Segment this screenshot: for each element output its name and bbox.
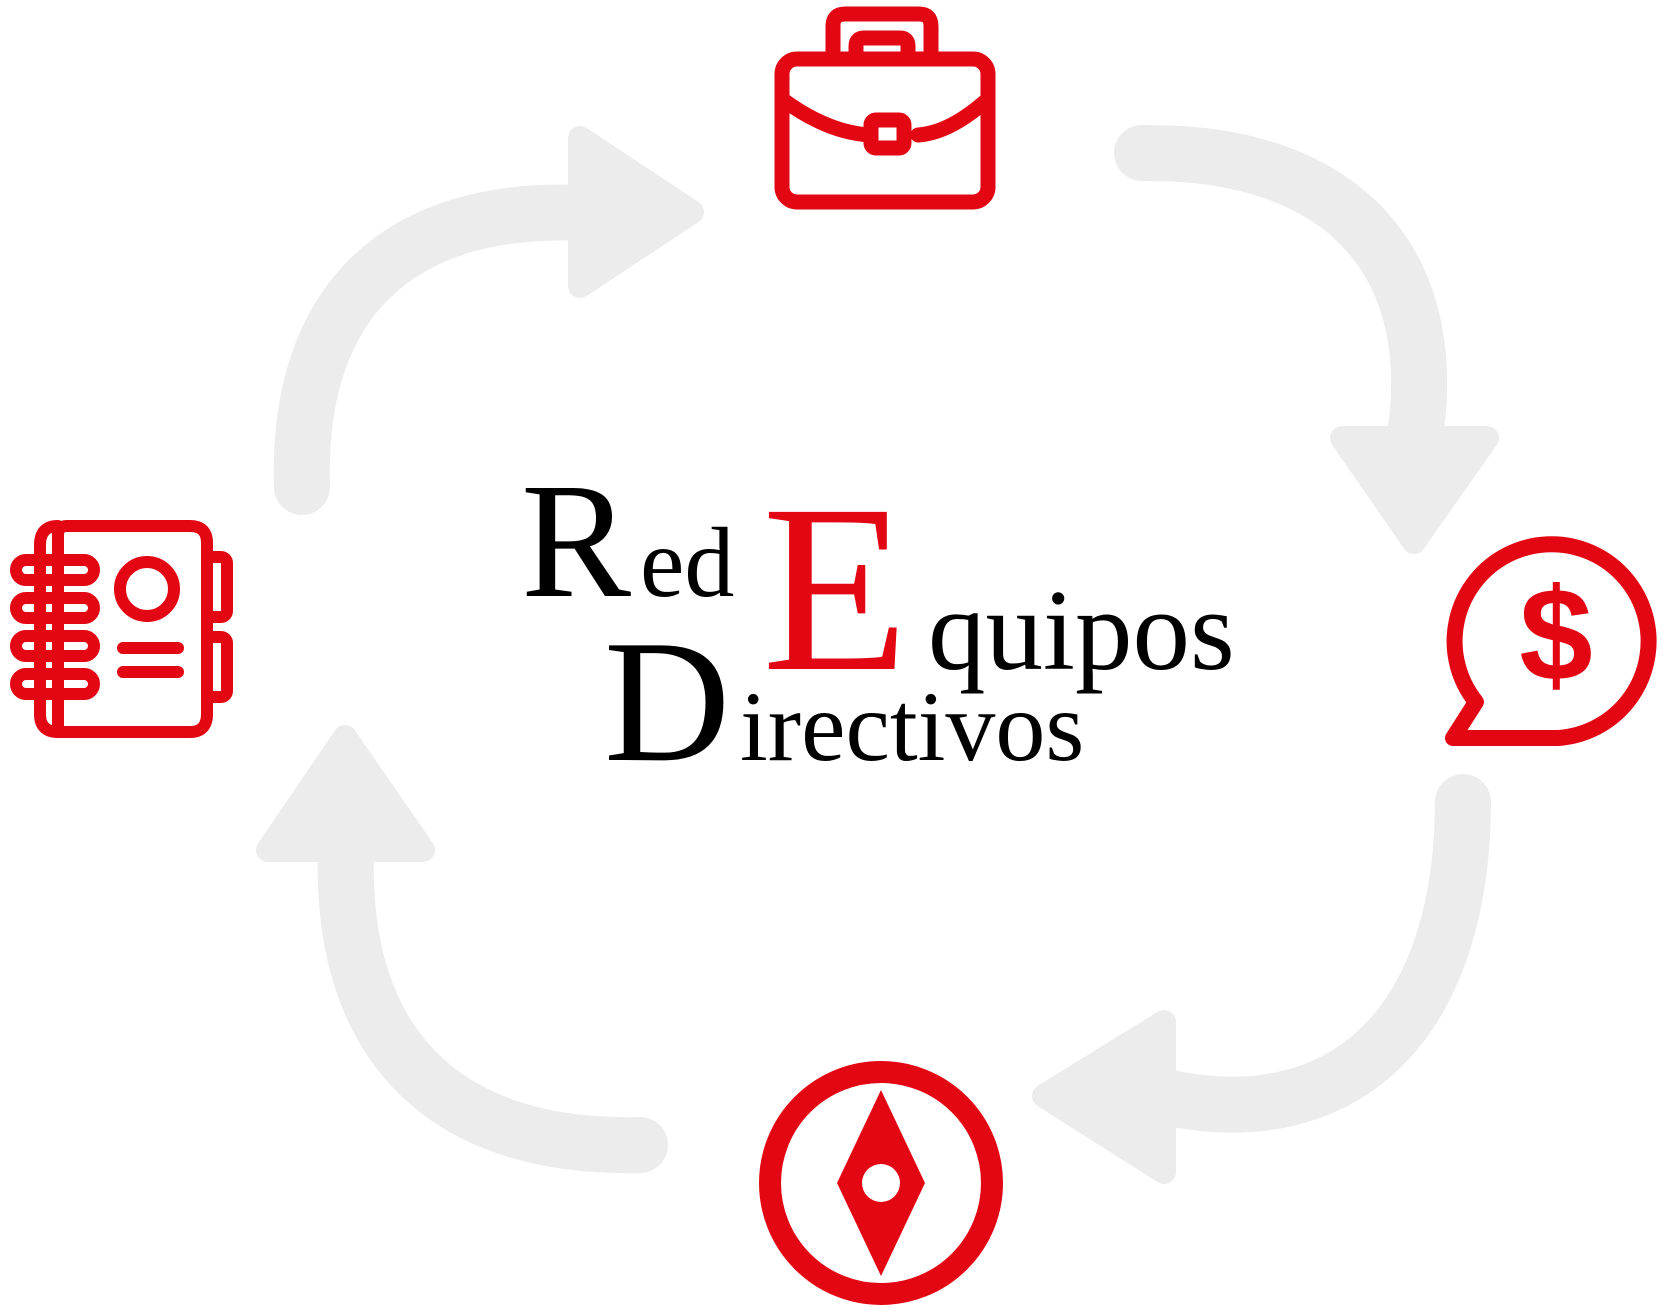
compass-icon: [759, 1061, 1003, 1305]
logo-word-irectivos: irectivos: [740, 671, 1084, 782]
contact-book-icon: [10, 520, 233, 738]
logo-letter-e: E: [762, 455, 909, 721]
dollar-chat-icon: $: [1445, 536, 1657, 746]
arrow-right-to-bottom: [1032, 774, 1491, 1184]
arrow-top-to-right: [1114, 124, 1499, 554]
arrow-bottom-to-left: [256, 725, 668, 1174]
arrow-left-to-top: [273, 126, 704, 515]
briefcase-icon: [774, 6, 996, 210]
red-equipos-directivos-logo: R ed E quipos D irectivos: [521, 449, 1235, 798]
logo-letter-d: D: [604, 604, 730, 798]
dollar-glyph: $: [1519, 561, 1592, 708]
logo-word-red-rest: ed: [640, 507, 734, 618]
cycle-arrows: [256, 124, 1499, 1184]
logo-word-quipos: quipos: [928, 567, 1235, 694]
logo-word-red-R: R: [521, 449, 631, 632]
